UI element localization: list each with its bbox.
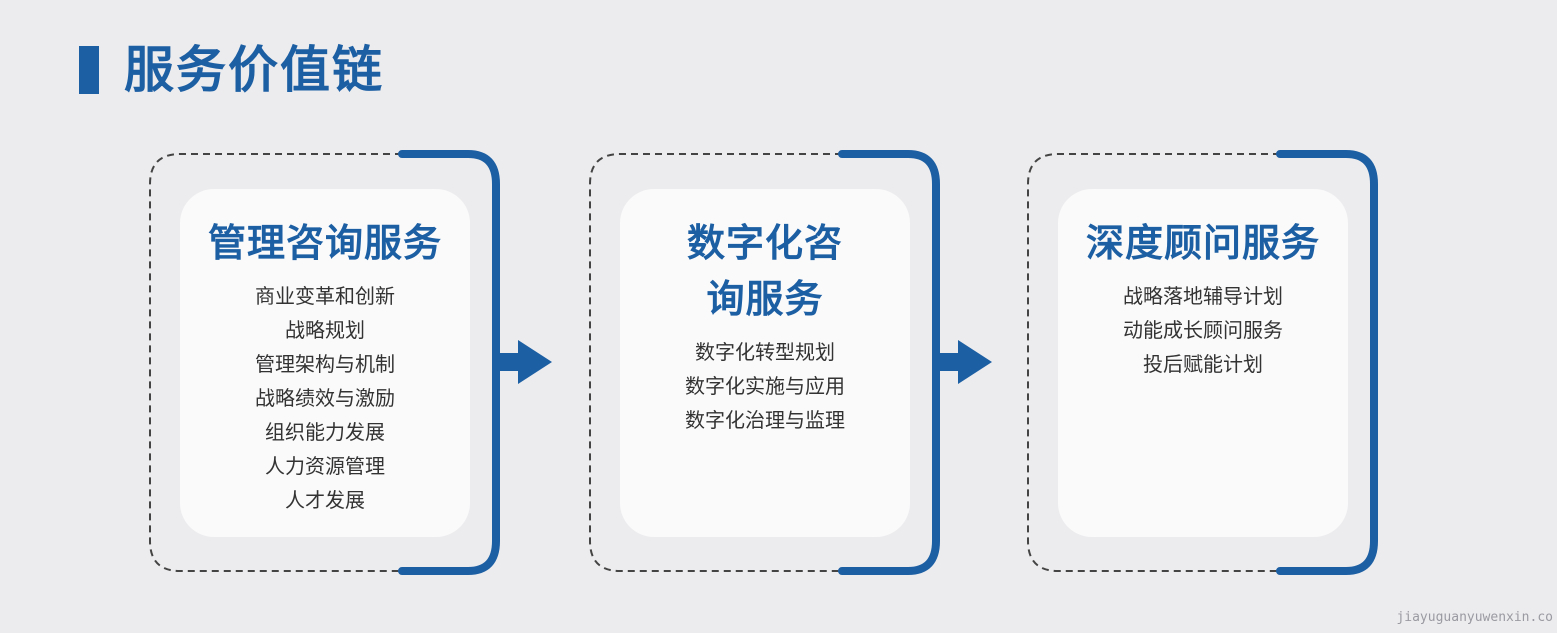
card-management-consulting: 管理咨询服务 商业变革和创新 战略规划 管理架构与机制 战略绩效与激励 组织能力… [180,189,470,537]
card-title: 管理咨询服务 [207,221,442,265]
frame-3 [1027,150,1378,575]
card-item: 投后赋能计划 [1143,352,1263,376]
card-digital-consulting: 数字化咨询服务 数字化转型规划 数字化实施与应用 数字化治理与监理 [620,189,910,537]
card-item: 数字化转型规划 [695,340,835,364]
card-item: 动能成长顾问服务 [1123,318,1283,342]
frame-1-dashed-border [149,153,402,572]
frame-2-blue-bracket [838,150,940,575]
frame-3-blue-bracket [1276,150,1378,575]
card-item: 战略规划 [285,318,365,342]
arrow-1-icon [500,340,552,384]
card-item: 人才发展 [285,488,365,512]
card-item: 人力资源管理 [265,454,385,478]
card-item: 组织能力发展 [265,420,385,444]
card-item: 数字化实施与应用 [685,374,845,398]
card-advisory-services: 深度顾问服务 战略落地辅导计划 动能成长顾问服务 投后赋能计划 [1058,189,1348,537]
card-item: 战略落地辅导计划 [1123,284,1283,308]
watermark: jiayuguanyuwenxin.co [1396,610,1553,625]
card-item: 管理架构与机制 [255,352,395,376]
card-title: 数字化咨询服务 [686,221,843,321]
frame-1 [149,150,500,575]
card-item-list: 商业变革和创新 战略规划 管理架构与机制 战略绩效与激励 组织能力发展 人力资源… [180,279,470,517]
card-item-list: 战略落地辅导计划 动能成长顾问服务 投后赋能计划 [1058,279,1348,381]
title-accent-bar [79,46,99,94]
card-item-list: 数字化转型规划 数字化实施与应用 数字化治理与监理 [620,335,910,437]
frame-2 [589,150,940,575]
card-item: 商业变革和创新 [255,284,395,308]
card-title: 深度顾问服务 [1085,221,1320,265]
card-item: 数字化治理与监理 [685,408,845,432]
page-title: 服务价值链 [124,41,384,99]
arrow-2-icon [940,340,992,384]
frame-3-dashed-border [1027,153,1280,572]
frame-1-blue-bracket [398,150,500,575]
card-item: 战略绩效与激励 [255,386,395,410]
frame-2-dashed-border [589,153,842,572]
